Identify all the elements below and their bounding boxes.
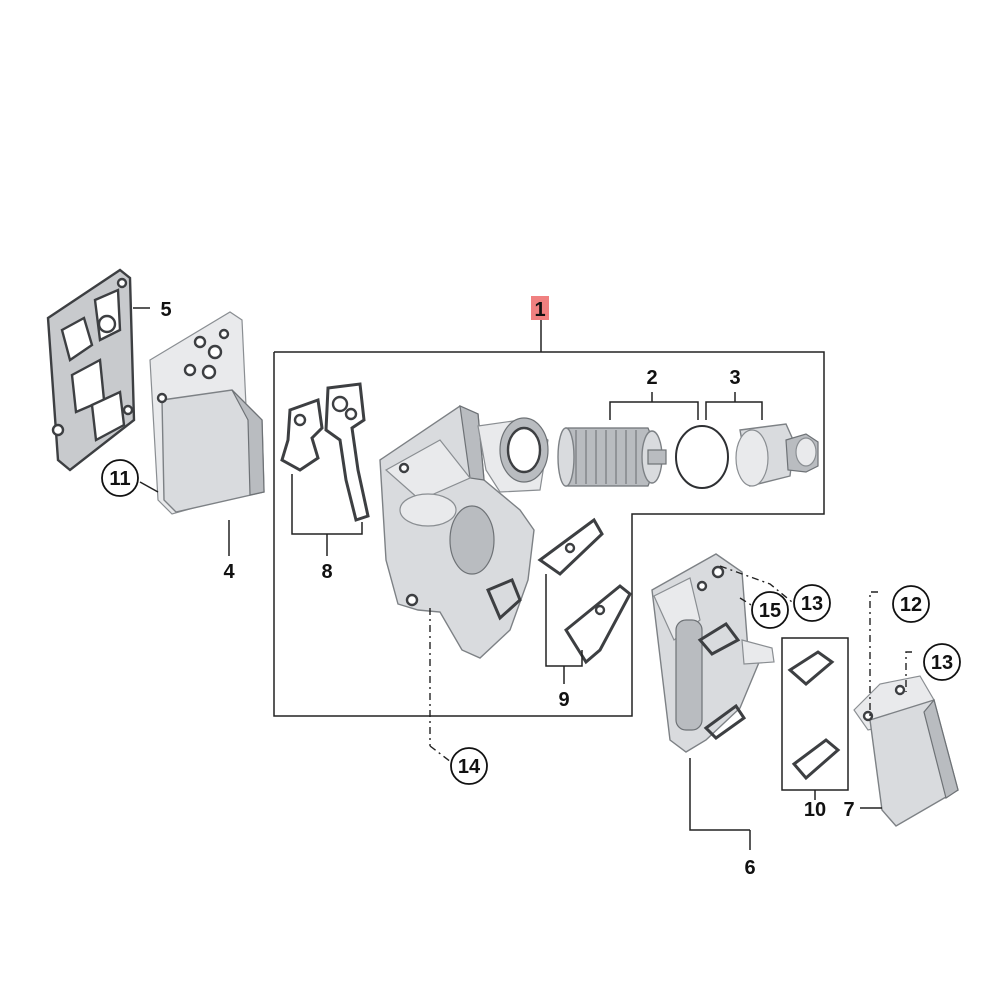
o-ring	[675, 425, 729, 489]
label-10: 10	[804, 799, 826, 821]
leader-14	[429, 745, 452, 763]
gasket-pair-right	[781, 637, 849, 800]
label-15: 15	[751, 591, 789, 629]
filter-element	[557, 427, 667, 487]
label-13-upper-text: 13	[801, 593, 823, 615]
label-11-text: 11	[109, 468, 130, 490]
label-6: 6	[744, 857, 755, 879]
label-5: 5	[160, 299, 171, 321]
label-3: 3	[729, 367, 740, 389]
oil-cooler-left	[149, 311, 265, 556]
label-12: 12	[892, 585, 930, 623]
label-9: 9	[558, 689, 569, 711]
bracket-2-3	[609, 392, 763, 420]
label-14-text: 14	[458, 756, 481, 778]
label-14: 14	[450, 747, 488, 785]
label-8: 8	[321, 561, 332, 583]
cooler-gasket-left	[46, 268, 150, 472]
label-13-lower-text: 13	[931, 652, 953, 674]
label-7: 7	[843, 799, 854, 821]
label-1-text: 1	[534, 299, 545, 321]
filter-housing-right	[651, 553, 775, 850]
filter-cap	[735, 423, 819, 487]
label-13-upper: 13	[793, 584, 831, 622]
label-12-text: 12	[900, 594, 922, 616]
label-4: 4	[223, 561, 235, 583]
label-1: 1	[531, 296, 549, 321]
oil-cooler-right	[853, 591, 959, 827]
filter-housing-main	[379, 405, 549, 746]
leader-13-15	[719, 565, 793, 609]
housing-gasket-set	[280, 382, 370, 556]
label-11: 11	[101, 459, 139, 497]
gasket-pair-center	[537, 517, 632, 684]
label-2: 2	[646, 367, 657, 389]
leader-11	[139, 481, 159, 493]
label-15-text: 15	[759, 600, 781, 622]
label-13-lower: 13	[923, 643, 961, 681]
assembly-frame	[273, 320, 825, 717]
